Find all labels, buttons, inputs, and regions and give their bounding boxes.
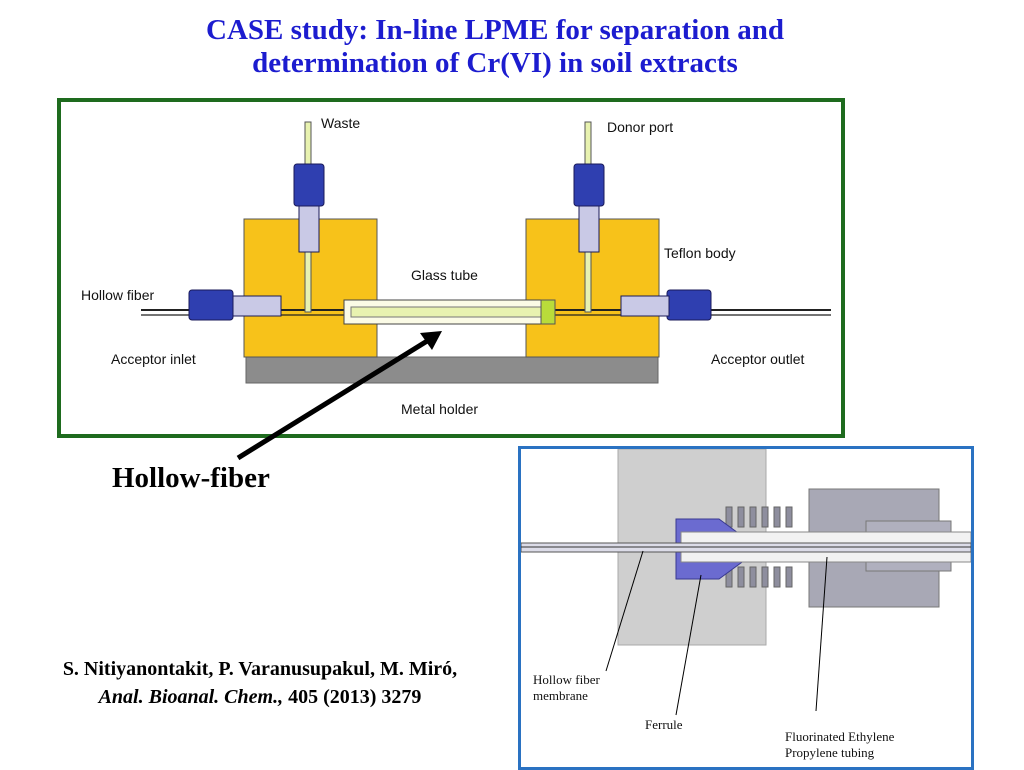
membrane-leader-line — [605, 550, 644, 672]
tubing-leader-line — [815, 556, 828, 712]
acceptor-outlet-fitting — [666, 289, 712, 321]
waste-label: Waste — [321, 115, 360, 131]
citation-reference: Anal. Bioanal. Chem., 405 (2013) 3279 — [0, 683, 520, 711]
waste-fitting — [293, 163, 325, 207]
device-schematic: Waste Donor port Teflon body Glass tube … — [81, 115, 831, 417]
citation-volume: 405 (2013) 3279 — [283, 686, 422, 708]
glass-tube-label: Glass tube — [411, 267, 478, 283]
slide-title: CASE study: In-line LPME for separation … — [0, 14, 990, 80]
membrane-label-line-1: Hollow fiber — [533, 672, 600, 687]
fitting-detail-inset: Hollow fiber membrane Ferrule Fluorinate… — [518, 446, 974, 770]
hollow-fiber-label: Hollow fiber — [81, 287, 154, 303]
title-line-2: determination of Cr(VI) in soil extracts — [252, 47, 738, 79]
citation-journal: Anal. Bioanal. Chem., — [98, 686, 284, 708]
membrane-label-line-2: membrane — [533, 688, 588, 703]
acceptor-inlet-fitting — [188, 289, 234, 321]
thread-teeth — [725, 506, 793, 588]
ferrule-leader-line — [675, 574, 702, 716]
ferrule-label: Ferrule — [645, 717, 683, 732]
hollow-fiber-callout: Hollow-fiber — [112, 462, 270, 494]
teflon-body-label: Teflon body — [664, 245, 736, 261]
tubing-label-line-1: Fluorinated Ethylene — [785, 729, 895, 744]
citation-authors: S. Nitiyanontakit, P. Varanusupakul, M. … — [62, 658, 458, 680]
lpme-device-diagram: Waste Donor port Teflon body Glass tube … — [57, 98, 845, 438]
title-line-1: CASE study: In-line LPME for separation … — [206, 14, 784, 46]
donor-port-fitting — [573, 163, 605, 207]
donor-port-label: Donor port — [607, 119, 673, 135]
fitting-detail-drawing: Hollow fiber membrane Ferrule Fluorinate… — [521, 449, 971, 760]
acceptor-outlet-label: Acceptor outlet — [711, 351, 804, 367]
tubing-label-line-2: Propylene tubing — [785, 745, 875, 760]
citation: S. Nitiyanontakit, P. Varanusupakul, M. … — [0, 655, 520, 711]
metal-holder-label: Metal holder — [401, 401, 478, 417]
metal-holder-shape — [245, 356, 659, 384]
acceptor-inlet-label: Acceptor inlet — [111, 351, 196, 367]
